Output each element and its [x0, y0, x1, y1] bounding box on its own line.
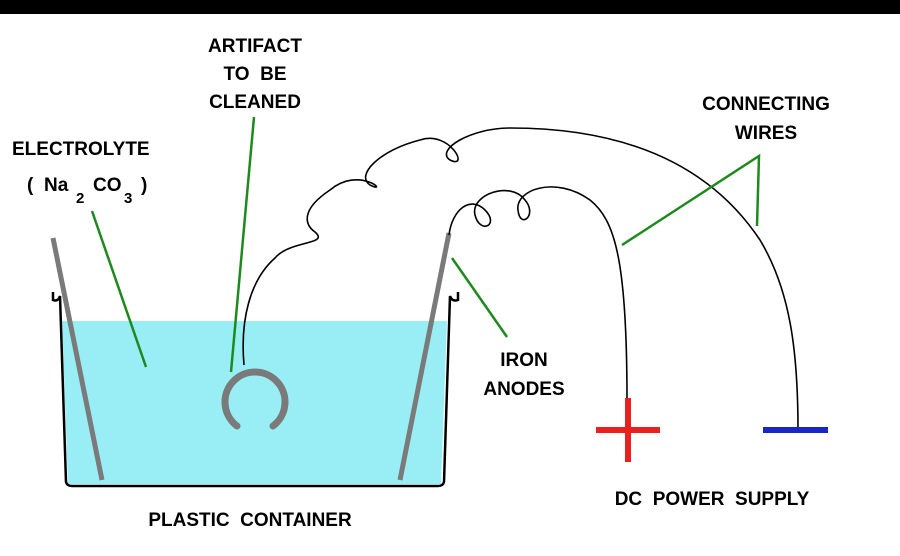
label-iron-anodes: IRON ANODES [483, 350, 564, 400]
label-connecting-wires: CONNECTING WIRES [702, 94, 830, 144]
label-iron-anodes-line-2: ANODES [483, 379, 564, 400]
formula-sub-3: 3 [124, 190, 132, 207]
top-border [0, 0, 900, 14]
artifact-ring [221, 368, 289, 430]
label-artifact-line-3: CLEANED [209, 92, 301, 113]
label-connecting-line-1: CONNECTING [702, 94, 830, 115]
label-electrolyte-formula: ( Na 2 CO 3 ) [27, 175, 147, 207]
positive-terminal-icon [596, 398, 660, 462]
label-iron-anodes-line-1: IRON [500, 350, 548, 371]
iron-anode-left [50, 237, 105, 481]
leader-iron-anodes [450, 257, 509, 338]
label-dc-power-supply: DC POWER SUPPLY [615, 489, 810, 510]
electrolyte-liquid [62, 321, 447, 484]
leader-artifact [229, 116, 256, 373]
plastic-container [51, 292, 460, 488]
wire-anode-to-positive [448, 186, 628, 401]
label-artifact-line-2: TO BE [224, 64, 287, 85]
iron-anode-right [397, 232, 452, 481]
formula-na: Na [44, 175, 69, 196]
label-electrolyte: ELECTROLYTE [12, 139, 150, 160]
label-plastic-container: PLASTIC CONTAINER [148, 510, 352, 531]
label-connecting-line-2: WIRES [735, 123, 797, 144]
formula-open-paren: ( [27, 175, 34, 196]
formula-co: CO [93, 175, 122, 196]
leader-connecting-wires [621, 153, 761, 247]
label-artifact-line-1: ARTIFACT [208, 36, 302, 57]
formula-sub-2: 2 [76, 190, 84, 207]
wire-artifact-to-negative [242, 127, 799, 431]
formula-close-paren: ) [141, 175, 147, 196]
label-artifact-to-be-cleaned: ARTIFACT TO BE CLEANED [208, 36, 302, 113]
leader-electrolyte [90, 210, 148, 368]
